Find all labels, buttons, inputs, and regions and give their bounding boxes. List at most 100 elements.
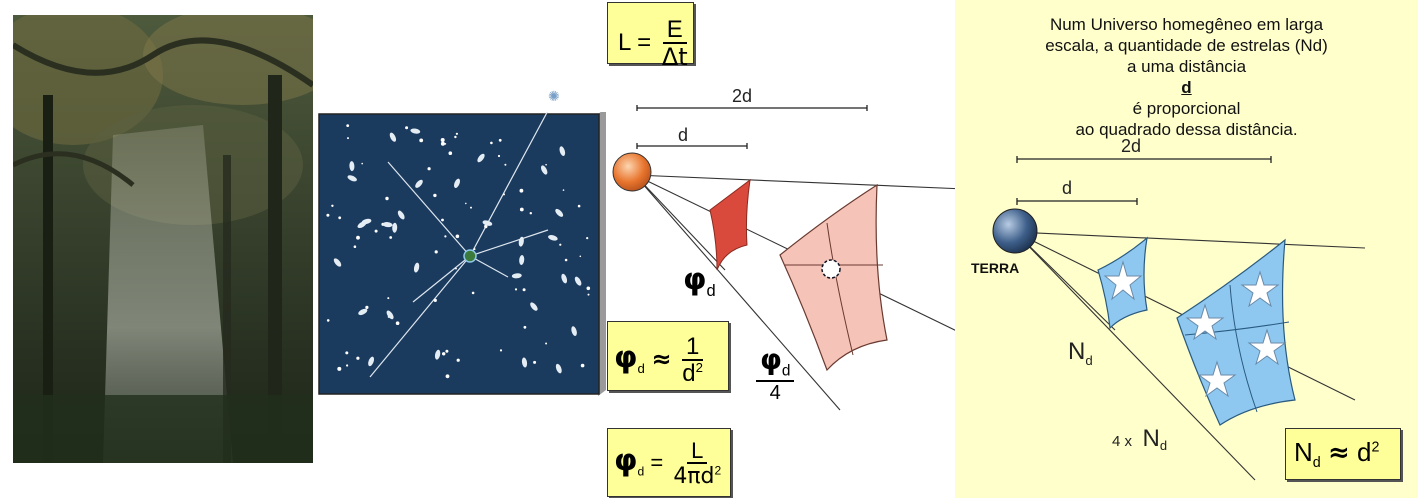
galaxy-mark <box>540 165 548 175</box>
galaxy-mark <box>392 222 398 233</box>
star-dot <box>387 297 390 300</box>
star-dot <box>490 141 493 145</box>
galaxy-mark <box>389 132 397 142</box>
star-dot <box>523 325 527 329</box>
galaxy-mark <box>555 363 562 374</box>
star-dot <box>545 163 547 166</box>
flux-cone-diagram <box>605 85 966 415</box>
earth-sphere <box>992 208 1038 254</box>
flux-patch-d <box>709 178 751 271</box>
galaxy-mark <box>358 308 368 316</box>
galaxy-mark <box>368 356 375 367</box>
star-dot <box>577 204 581 208</box>
star-dot <box>564 258 568 262</box>
star-dot <box>427 167 431 171</box>
formula-eq: = <box>637 29 652 57</box>
star-dot <box>533 360 537 364</box>
star-dot <box>326 319 330 322</box>
label-2d: 2d <box>732 86 753 106</box>
galaxy-mark <box>521 357 528 368</box>
star-dot <box>440 141 445 146</box>
star-dot <box>353 245 357 248</box>
right-bracket-d <box>1016 198 1138 205</box>
star-dot <box>498 138 502 142</box>
galaxy-mark <box>386 310 394 320</box>
stars-panel: Num Universo homegêneo em larga escala, … <box>955 0 1418 498</box>
star-dot <box>484 224 488 229</box>
star-dot <box>455 267 457 270</box>
galaxy-mark <box>519 255 525 265</box>
star-dot <box>473 248 476 251</box>
galaxy-icon: ✺ <box>548 88 560 104</box>
star-dot <box>586 237 589 240</box>
star-dot <box>433 298 437 302</box>
star-dot <box>434 250 438 254</box>
star-dot <box>562 189 565 191</box>
star-dot <box>519 188 524 193</box>
star-dot <box>441 218 444 222</box>
star-dot <box>356 235 360 240</box>
bracket-2d <box>636 105 868 111</box>
galaxy-rays <box>369 91 559 378</box>
galaxy-mark <box>559 146 566 156</box>
luminosity-formula: L = E Δt <box>607 2 694 71</box>
star-dot <box>365 305 369 309</box>
star-dot <box>455 132 458 135</box>
star-dot <box>444 235 447 238</box>
star-dot <box>499 349 503 352</box>
star-dot <box>470 206 472 209</box>
galaxy-mark <box>397 210 405 220</box>
star-dot <box>345 351 349 355</box>
galaxy-mark <box>548 235 558 241</box>
star-dot <box>326 213 330 217</box>
star-dot <box>331 204 334 207</box>
flux-exact-formula: φd = L 4πd2 <box>607 428 731 497</box>
star-dot <box>497 154 501 158</box>
star-dot <box>465 202 467 205</box>
star-dot <box>374 229 378 233</box>
star-dot <box>419 138 424 143</box>
star-dot <box>586 286 591 291</box>
label-d: d <box>678 125 689 145</box>
star-icon <box>1103 260 1143 301</box>
galaxy-mark <box>530 302 538 311</box>
flux-approx-formula: φd ≈ 1 d2 <box>607 321 729 391</box>
star-dot <box>389 236 393 239</box>
galaxy-mark <box>410 128 421 134</box>
galaxy-mark <box>571 326 577 336</box>
star-dot <box>579 255 582 258</box>
star-dot <box>514 288 518 291</box>
star-dot <box>448 151 453 155</box>
target-circle <box>821 259 841 279</box>
star-icon <box>1185 303 1225 341</box>
star-dot <box>580 363 585 368</box>
star-dot <box>440 138 445 142</box>
star-dot <box>455 234 460 239</box>
source-sphere <box>612 152 652 192</box>
phi-d-label: φd <box>683 262 716 300</box>
right-label-d: d <box>1062 178 1073 198</box>
star-dot <box>503 193 505 196</box>
bracket-d <box>636 143 748 149</box>
earth-label: TERRA <box>971 260 1020 276</box>
star-dot <box>442 352 446 356</box>
galaxy-mark <box>349 161 355 172</box>
earth-icon <box>463 249 477 263</box>
galaxy-mark <box>434 349 441 360</box>
right-bracket-2d <box>1016 156 1272 163</box>
star-dot <box>456 358 460 362</box>
star-dot <box>356 356 360 360</box>
galaxy-mark <box>361 218 372 225</box>
galaxy-mark <box>382 222 393 228</box>
star-icon <box>1197 360 1237 398</box>
star-icon <box>1240 270 1280 308</box>
galaxy-mark <box>333 258 342 267</box>
galaxy-mark <box>555 208 564 217</box>
star-dot <box>433 193 437 198</box>
star-dot <box>454 135 457 139</box>
right-label-2d: 2d <box>1121 136 1142 156</box>
nd-label: Nd <box>1068 338 1093 368</box>
star-dot <box>337 366 342 371</box>
forest-photo <box>13 15 313 463</box>
formula-lhs: L <box>618 29 631 57</box>
